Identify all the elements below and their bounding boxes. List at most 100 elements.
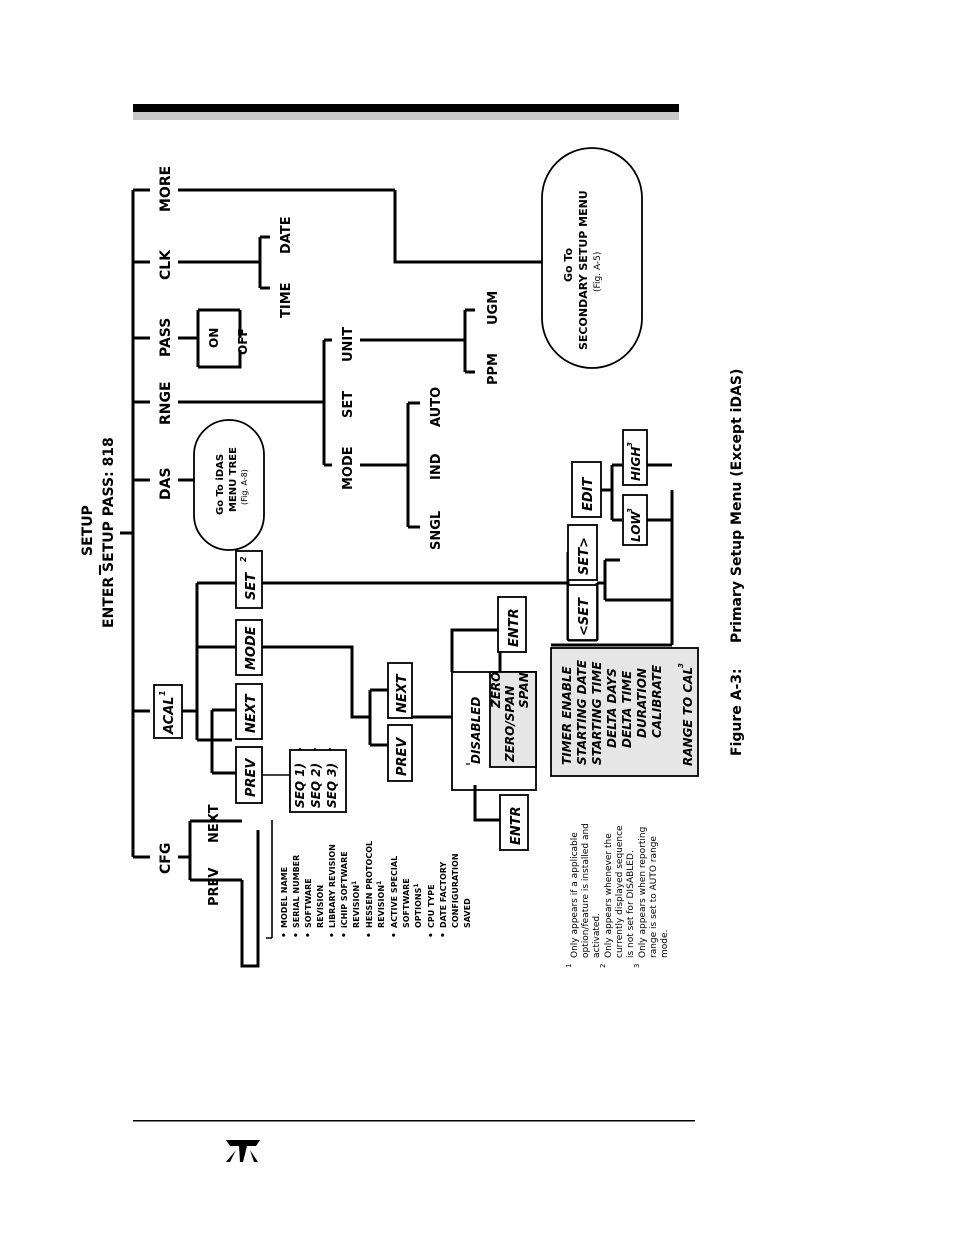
acal-next[interactable]: NEXT [244, 693, 259, 733]
set-right-box[interactable] [567, 524, 598, 581]
entr-seq-box[interactable] [499, 794, 529, 851]
mode-zero-span[interactable]: ZERO/SPAN [503, 686, 517, 763]
more-oval[interactable] [541, 147, 643, 369]
seq-box[interactable] [289, 749, 347, 813]
clk-time[interactable]: TIME [279, 282, 294, 318]
menu-more[interactable]: MORE [158, 166, 174, 212]
mode-next[interactable]: NEXT [395, 673, 410, 713]
cfg-prev[interactable]: PREV [207, 868, 222, 906]
footnote-line: is not set for DISABLED. [626, 850, 636, 958]
set-left[interactable]: <SET [577, 597, 592, 636]
menu-clk[interactable]: CLK [158, 249, 174, 280]
mode-next-box[interactable] [387, 662, 413, 719]
acal-prev-box[interactable] [235, 746, 263, 804]
param-range-to-cal[interactable]: RANGE TO CAL [681, 667, 695, 766]
company-logo [226, 1140, 260, 1162]
param-calibrate[interactable]: CALIBRATE [650, 664, 664, 738]
param-duration[interactable]: DURATION [635, 668, 649, 738]
cfg-item-bullet: • [427, 932, 437, 938]
high-box[interactable] [622, 429, 648, 486]
cfg-item: CPU TYPE [427, 884, 436, 928]
cfg-item: ACTIVE SPECIAL [390, 856, 399, 928]
header-rule [133, 104, 679, 112]
more-oval-line3: (Fig. A-5) [593, 252, 603, 292]
menu-pass[interactable]: PASS [158, 318, 174, 357]
pass-on[interactable]: ON [207, 328, 221, 348]
footnote-marker: 3 [633, 964, 641, 968]
seq-2[interactable]: SEQ 2) [309, 763, 323, 808]
pass-off[interactable]: OFF [236, 328, 250, 355]
cfg-item-bullet: • [328, 932, 338, 938]
cfg-item-sup: 1 [413, 883, 420, 887]
param-delta-days[interactable]: DELTA DAYS [605, 668, 619, 748]
cfg-item-bullet: • [390, 932, 400, 938]
range-sngl[interactable]: SNGL [429, 511, 444, 550]
low-box[interactable] [622, 494, 648, 546]
clk-date[interactable]: DATE [279, 216, 294, 254]
mode-span[interactable]: SPAN [517, 672, 531, 708]
acal-set-box[interactable] [235, 550, 263, 609]
mode-disabled[interactable]: DISABLED [469, 697, 483, 764]
acal-next-box[interactable] [235, 683, 263, 740]
high[interactable]: HIGH [629, 447, 643, 481]
menu-cfg[interactable]: CFG [158, 843, 174, 874]
set-left-box[interactable] [567, 584, 598, 641]
acal-set-sup: 2 [239, 556, 248, 562]
menu-das[interactable]: DAS [158, 467, 174, 500]
menu-acal[interactable]: ACAL [162, 696, 177, 735]
mode-zero[interactable]: ZERO [489, 672, 503, 709]
cfg-item: CONFIGURATION [451, 853, 460, 928]
unit-ugm[interactable]: UGM [486, 291, 501, 325]
seq-3[interactable]: SEQ 3) [325, 763, 339, 808]
edit[interactable]: EDIT [581, 476, 596, 511]
mode-prev-box[interactable] [387, 724, 413, 782]
footnote-line: currently displayed sequence [615, 825, 625, 958]
more-oval-line1: Go To [562, 248, 575, 282]
entr-mode[interactable]: ENTR [507, 608, 522, 647]
seq-1[interactable]: SEQ 1) [293, 763, 307, 808]
acal-set[interactable]: SET [244, 572, 259, 600]
set-right[interactable]: SET> [577, 537, 592, 575]
footnote-marker: 2 [599, 964, 607, 968]
cfg-item: SERIAL NUMBER [292, 855, 301, 928]
range-auto[interactable]: AUTO [429, 387, 444, 427]
param-timer-enable[interactable]: TIMER ENABLE [560, 665, 574, 765]
param-starting-date[interactable]: STARTING DATE [575, 659, 589, 765]
low[interactable]: LOW [629, 511, 643, 542]
mode-prev[interactable]: PREV [395, 737, 410, 776]
footnote-marker: 1 [565, 964, 573, 968]
cfg-item: REVISION1 [351, 881, 361, 928]
rnge-set[interactable]: SET [341, 391, 356, 418]
cfg-item: REVISION [316, 885, 325, 928]
low-sup: 3 [626, 508, 634, 513]
das-oval[interactable] [193, 419, 265, 551]
params-box[interactable] [550, 647, 699, 777]
cfg-item-bullet: • [280, 932, 290, 938]
das-oval-line1: Go To iDAS [215, 454, 226, 515]
acal-prev[interactable]: PREV [244, 758, 259, 797]
entr-mode-box[interactable] [497, 596, 527, 653]
range-sup: 3 [677, 663, 685, 668]
edit-box[interactable] [571, 461, 602, 518]
setup-title: SETUP [80, 505, 96, 556]
footnote-line: Only appears when reporting [638, 827, 648, 958]
menu-rnge[interactable]: RNGE [158, 381, 174, 425]
figure-label: Figure A-3: [729, 668, 745, 756]
cfg-item: MODEL NAME [280, 867, 289, 928]
more-oval-line2: SECONDARY SETUP MENU [577, 190, 590, 350]
cfg-next[interactable]: NEXT [207, 804, 222, 843]
figure-title: Primary Setup Menu (Except iDAS) [729, 369, 745, 643]
cfg-item: OPTIONS1 [413, 883, 423, 928]
rnge-unit[interactable]: UNIT [341, 327, 356, 362]
range-ind[interactable]: IND [429, 453, 444, 480]
entr-seq[interactable]: ENTR [509, 806, 524, 845]
acal-mode[interactable]: MODE [244, 626, 259, 670]
footnote-line: range is set to AUTO range [649, 836, 659, 958]
high-sup: 3 [626, 442, 634, 447]
param-starting-time[interactable]: STARTING TIME [590, 661, 604, 765]
unit-ppm[interactable]: PPM [486, 353, 501, 385]
param-delta-time[interactable]: DELTA TIME [620, 670, 634, 748]
rnge-mode[interactable]: MODE [341, 446, 356, 490]
